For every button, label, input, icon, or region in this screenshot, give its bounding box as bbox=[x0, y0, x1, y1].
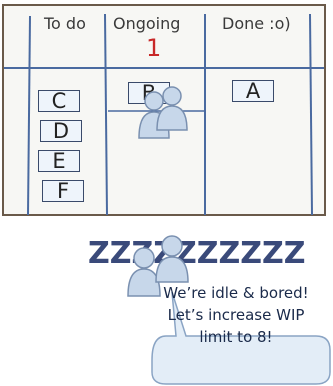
speech-line: Let’s increase WIP bbox=[167, 306, 305, 324]
column-header-todo: To do bbox=[44, 14, 86, 33]
column-header-done: Done :o) bbox=[222, 14, 291, 33]
snore-text: ZZZZZZZZZZ bbox=[88, 236, 306, 271]
card-c: C bbox=[38, 90, 80, 112]
person-icon bbox=[127, 247, 161, 297]
speech-line: limit to 8! bbox=[199, 328, 273, 346]
column-divider-todo-ongoing bbox=[104, 13, 108, 216]
right-margin-line bbox=[309, 13, 313, 216]
card-a: A bbox=[232, 80, 274, 102]
person-icon bbox=[156, 86, 188, 131]
wip-count: 1 bbox=[146, 34, 162, 62]
person-icon bbox=[155, 235, 189, 283]
speech-bubble-text: We’re idle & bored! Let’s increase WIP l… bbox=[150, 282, 322, 348]
column-header-ongoing: Ongoing bbox=[113, 14, 181, 33]
speech-bubble bbox=[151, 291, 331, 385]
speech-line: We’re idle & bored! bbox=[163, 284, 309, 302]
card-e: E bbox=[38, 150, 80, 172]
left-margin-line bbox=[27, 15, 31, 216]
card-f: F bbox=[42, 180, 84, 202]
card-d: D bbox=[40, 120, 82, 142]
